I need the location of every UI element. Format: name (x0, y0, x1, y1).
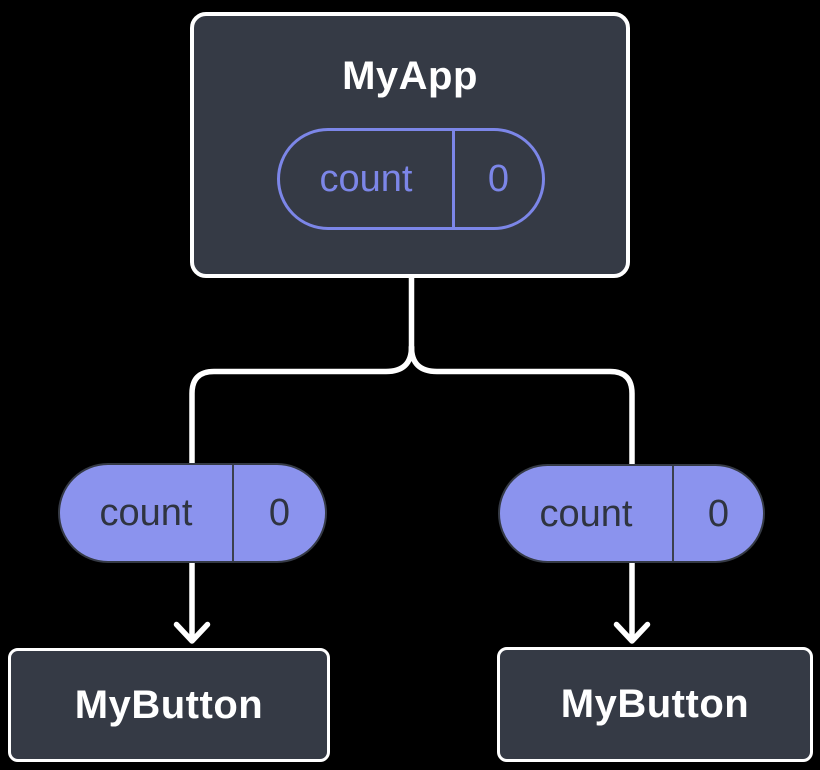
node-myapp-title: MyApp (342, 54, 478, 98)
connector-branch-left (189, 344, 415, 471)
prop-value-label: 0 (707, 492, 730, 535)
node-mybutton-left-title: MyButton (74, 682, 264, 727)
prop-name-label: count (99, 492, 193, 534)
prop-name-label: count (539, 492, 633, 535)
prop-value-label: 0 (268, 492, 291, 534)
prop-pill-left: count 0 (58, 463, 327, 563)
prop-value-cell: 0 (234, 465, 325, 561)
prop-name-cell: count (500, 466, 674, 561)
prop-value-cell: 0 (674, 466, 763, 561)
arrow-down-right-icon (613, 555, 651, 644)
prop-pill-right: count 0 (498, 464, 765, 563)
connector-branch-right (408, 344, 635, 471)
node-mybutton-left: MyButton (8, 648, 330, 762)
state-value-label: 0 (487, 158, 510, 200)
prop-name-cell: count (60, 465, 234, 561)
state-name-cell: count (280, 131, 455, 227)
myapp-state-pill: count 0 (277, 128, 545, 230)
node-mybutton-right: MyButton (497, 647, 813, 762)
node-myapp: MyApp count 0 (190, 12, 630, 278)
node-mybutton-right-title: MyButton (560, 682, 750, 726)
state-value-cell: 0 (455, 131, 542, 227)
arrow-down-left-icon (173, 555, 211, 644)
state-name-label: count (319, 158, 413, 200)
